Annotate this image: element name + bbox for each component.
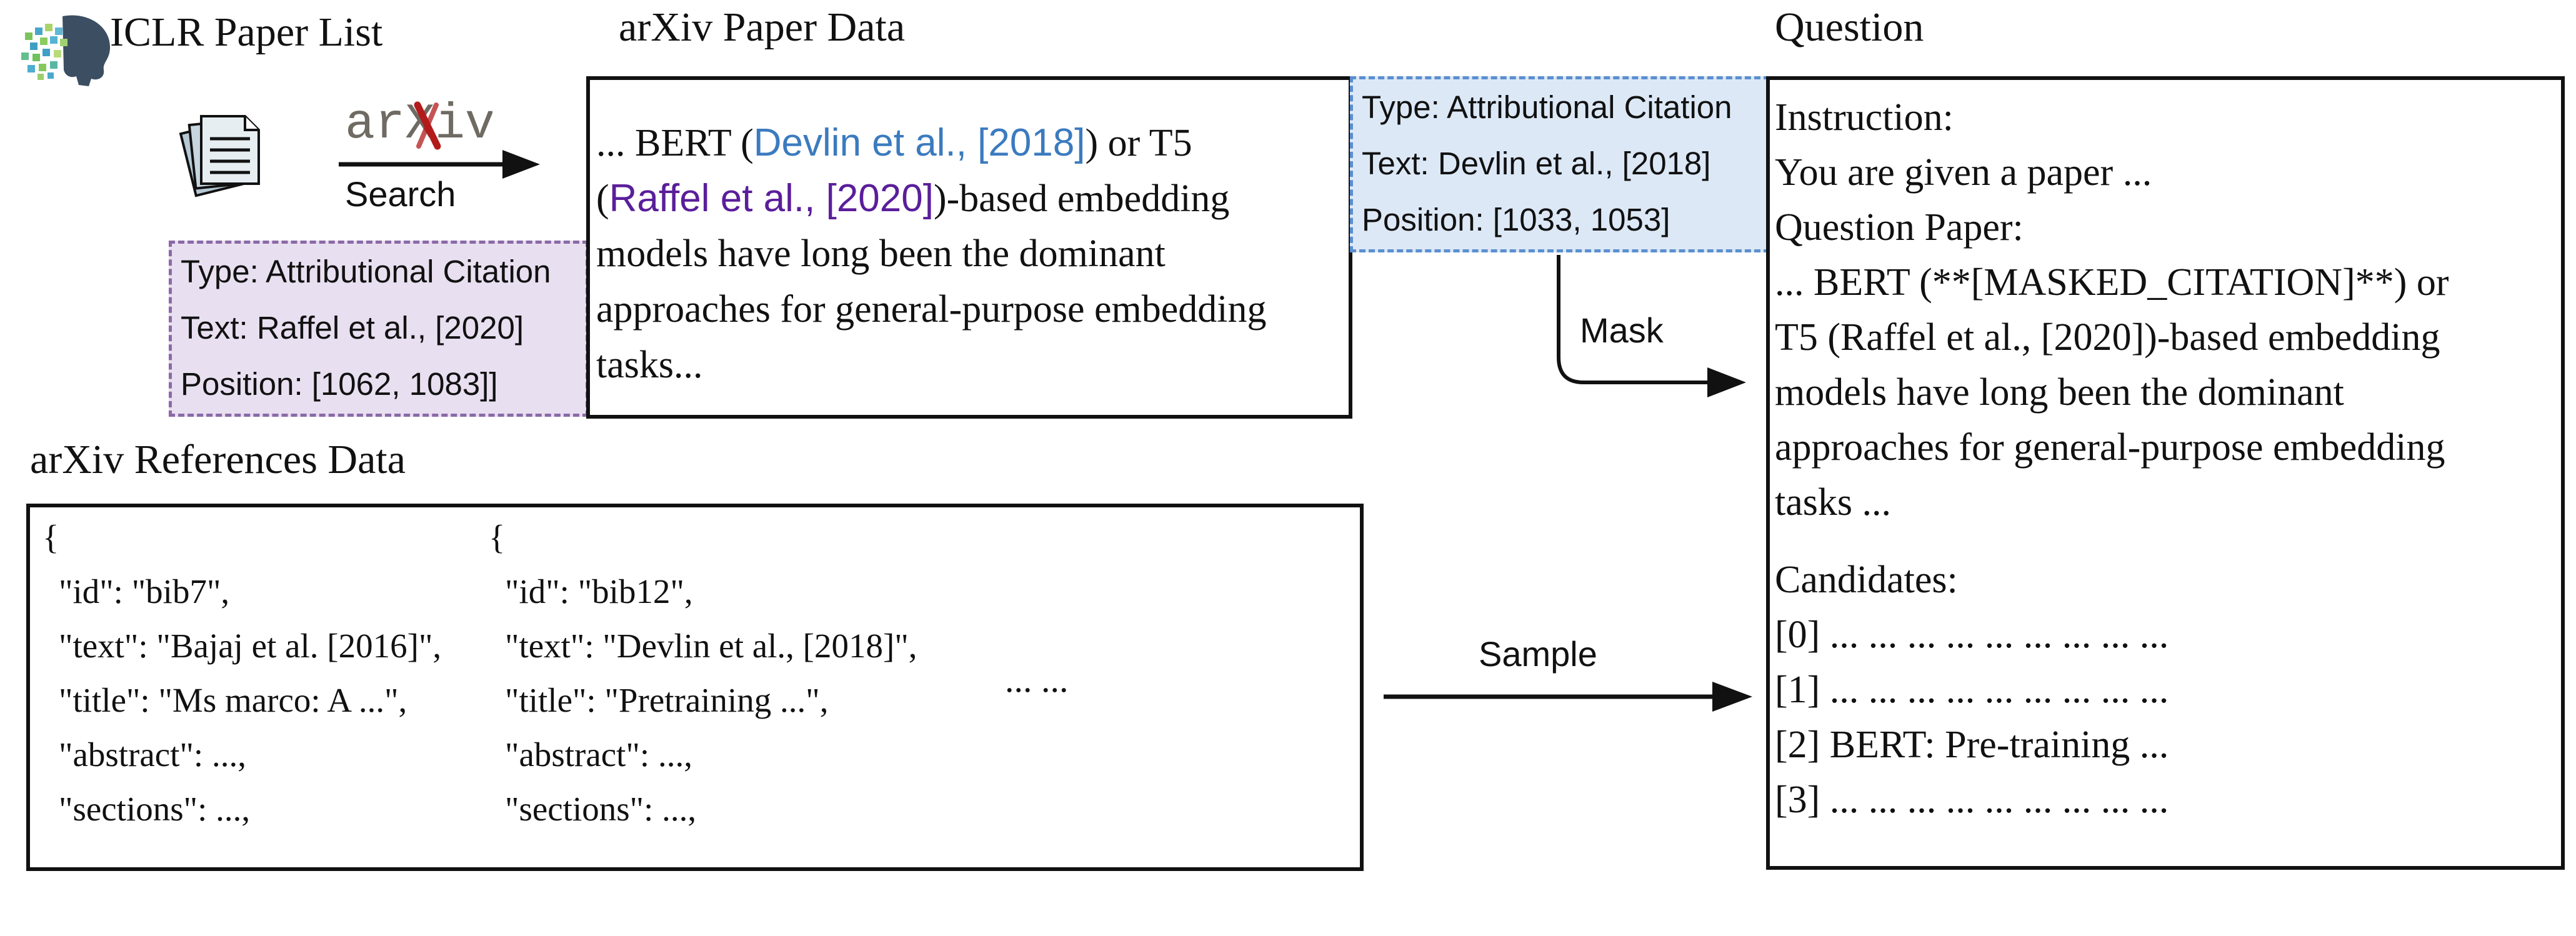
question-paper-line: ... BERT (**[MASKED_CITATION]**) or <box>1775 261 2449 304</box>
reference-entry-bib7: { "id": "bib7", "text": "Bajaj et al. [2… <box>42 518 442 828</box>
paper-line-2: (Raffel et al., [2020])-based embedding <box>596 177 1230 220</box>
citation-text: Text: Devlin et al., [2018] <box>1362 146 1711 181</box>
citation-text: Text: Raffel et al., [2020] <box>181 310 524 346</box>
candidates-label: Candidates: <box>1775 559 1958 601</box>
citation-position: Position: [1033, 1053] <box>1362 202 1670 237</box>
paper-line-4: approaches for general-purpose embedding <box>596 288 1267 331</box>
devlin-citation: Devlin et al., [2018] <box>753 121 1086 164</box>
citation-box-raffel: Type: Attributional Citation Text: Raffe… <box>169 241 589 417</box>
iclr-brain-icon <box>21 15 111 87</box>
document-stack-icon <box>169 105 275 199</box>
paper-line-1: ... BERT (Devlin et al., [2018]) or T5 <box>596 121 1192 164</box>
question-heading: Question <box>1775 4 1924 50</box>
sample-label: Sample <box>1479 634 1597 674</box>
candidate-item: [0] ... ... ... ... ... ... ... ... ... <box>1775 614 2169 656</box>
question-instruction-label: Instruction: <box>1775 96 1954 139</box>
candidate-item: [1] ... ... ... ... ... ... ... ... ... <box>1775 669 2169 711</box>
raffel-citation: Raffel et al., [2020] <box>609 177 934 220</box>
question-instruction-text: You are given a paper ... <box>1775 151 2152 194</box>
arxiv-paper-heading: arXiv Paper Data <box>619 4 906 50</box>
reference-entry-bib12: { "id": "bib12", "text": "Devlin et al.,… <box>489 518 917 828</box>
paper-line-3: models have long been the dominant <box>596 232 1166 275</box>
arxiv-refs-heading: arXiv References Data <box>30 437 406 482</box>
candidate-item: [3] ... ... ... ... ... ... ... ... ... <box>1775 779 2169 821</box>
citation-type: Type: Attributional Citation <box>181 254 551 289</box>
arxiv-logo: arXiv <box>342 89 495 157</box>
mask-label: Mask <box>1580 311 1664 350</box>
question-paper-label: Question Paper: <box>1775 206 2024 249</box>
iclr-heading: ICLR Paper List <box>110 9 383 55</box>
citation-type: Type: Attributional Citation <box>1362 89 1732 125</box>
paper-line-5: tasks... <box>596 344 703 386</box>
candidate-item: [2] BERT: Pre-training ... <box>1775 724 2169 766</box>
arxiv-refs-box: { "id": "bib7", "text": "Bajaj et al. [2… <box>26 504 1364 871</box>
citation-box-devlin: Type: Attributional Citation Text: Devli… <box>1350 76 1770 252</box>
question-paper-line: approaches for general-purpose embedding <box>1775 426 2445 469</box>
question-box: Instruction: You are given a paper ... Q… <box>1766 76 2565 870</box>
references-ellipsis: ... ... <box>1005 659 1069 700</box>
iclr-logo <box>19 9 119 90</box>
mask-arrow <box>1544 252 1756 415</box>
arxiv-paper-box: ... BERT (Devlin et al., [2018]) or T5 (… <box>586 76 1352 419</box>
citation-position: Position: [1062, 1083]] <box>181 366 498 402</box>
search-arrow <box>336 149 542 180</box>
question-paper-line: T5 (Raffel et al., [2020])-based embeddi… <box>1775 316 2440 359</box>
search-label: Search <box>345 174 456 214</box>
sample-arrow <box>1381 675 1756 719</box>
question-paper-line: tasks ... <box>1775 481 1891 524</box>
question-paper-line: models have long been the dominant <box>1775 371 2344 414</box>
